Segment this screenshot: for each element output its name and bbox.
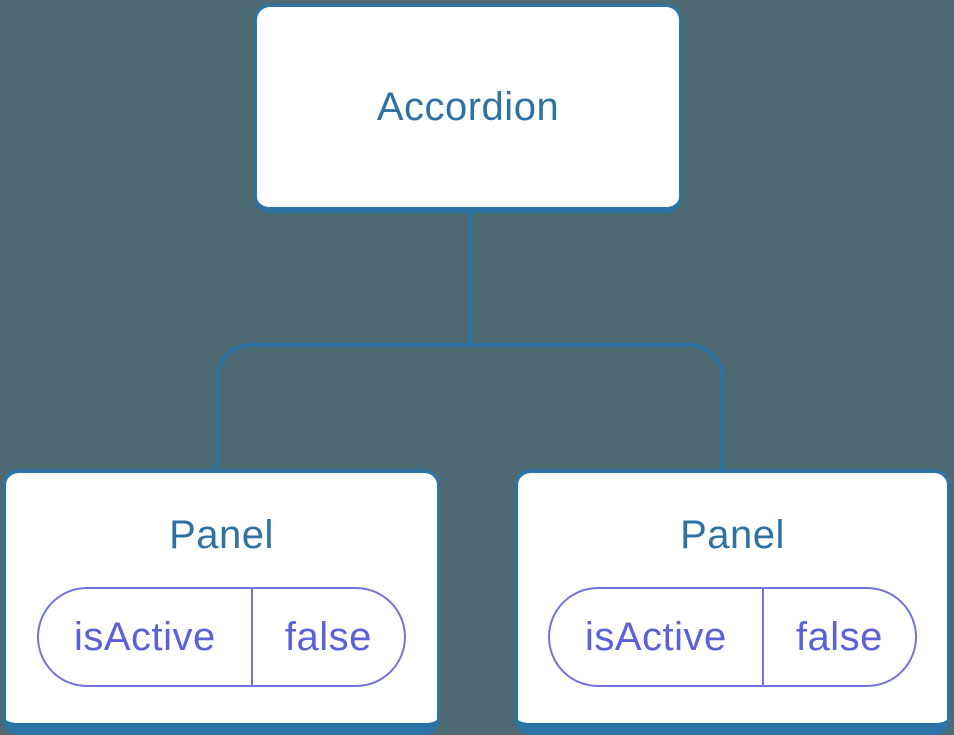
connector-stem xyxy=(468,210,472,345)
connector-bracket xyxy=(215,343,725,471)
state-pill: isActive false xyxy=(37,587,406,687)
state-pill: isActive false xyxy=(548,587,917,687)
accordion-node-label: Accordion xyxy=(376,85,560,129)
state-value: false xyxy=(795,614,883,659)
panel-node-label: Panel xyxy=(680,513,785,557)
panel-node-label: Panel xyxy=(169,513,274,557)
state-value: false xyxy=(284,614,372,659)
state-name: isActive xyxy=(550,589,764,685)
panel-node-left: Panel isActive false xyxy=(3,469,440,735)
accordion-node: Accordion xyxy=(254,4,682,213)
panel-node-right: Panel isActive false xyxy=(515,469,950,735)
state-name: isActive xyxy=(39,589,253,685)
